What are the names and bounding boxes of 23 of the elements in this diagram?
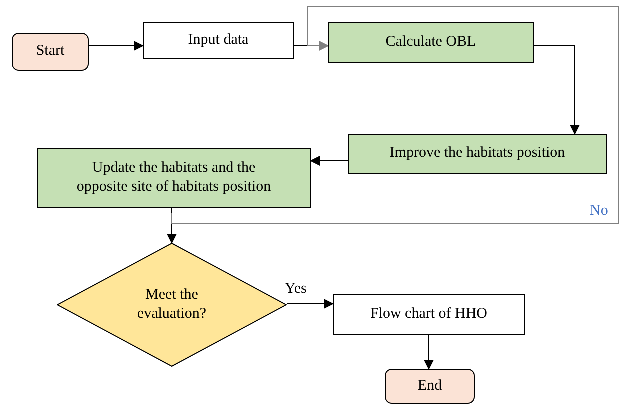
arrow bbox=[424, 334, 434, 370]
arrow bbox=[286, 299, 334, 309]
process-box bbox=[37, 148, 311, 208]
terminal-box bbox=[385, 369, 475, 404]
process-box bbox=[328, 22, 534, 63]
arrow bbox=[534, 46, 580, 135]
node-text: Start bbox=[36, 42, 65, 62]
arrow bbox=[167, 208, 177, 244]
node-text: Meet the evaluation? bbox=[136, 286, 208, 324]
terminal-box bbox=[12, 33, 89, 71]
node-text: Calculate OBL bbox=[386, 32, 476, 52]
process-box bbox=[348, 134, 607, 174]
arrow bbox=[310, 156, 348, 166]
node-text: Flow chart of HHO bbox=[370, 304, 488, 324]
node-text: Improve the habitats position bbox=[390, 144, 566, 164]
arrow bbox=[172, 6, 619, 224]
process-box bbox=[143, 22, 294, 59]
decision-diamond bbox=[57, 243, 287, 367]
node-text: End bbox=[418, 376, 442, 396]
arrow bbox=[88, 41, 144, 51]
process-box bbox=[333, 294, 525, 335]
node-text: Update the habitats and the opposite site of habitats position bbox=[76, 158, 272, 197]
node-text: Input data bbox=[188, 30, 249, 50]
